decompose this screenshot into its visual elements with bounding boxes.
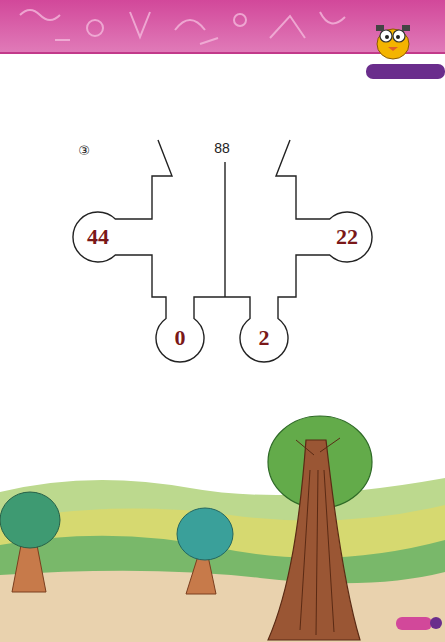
top-number: 88 [214,141,230,155]
circle-number: 2 [259,327,270,349]
number-circle: 2 [240,314,288,362]
circle-number: 44 [87,226,109,248]
section-tab [366,64,445,79]
landscape [0,416,445,642]
circle-number: 22 [336,226,358,248]
number-circle: 44 [73,212,123,262]
split-outline [73,140,372,362]
item-number: ③ [78,144,90,157]
number-circle: 0 [156,314,204,362]
mascot [376,25,410,59]
header-rule [0,52,445,54]
number-circle: 22 [322,212,372,262]
circle-number: 0 [175,327,186,349]
header-pattern [20,10,345,44]
